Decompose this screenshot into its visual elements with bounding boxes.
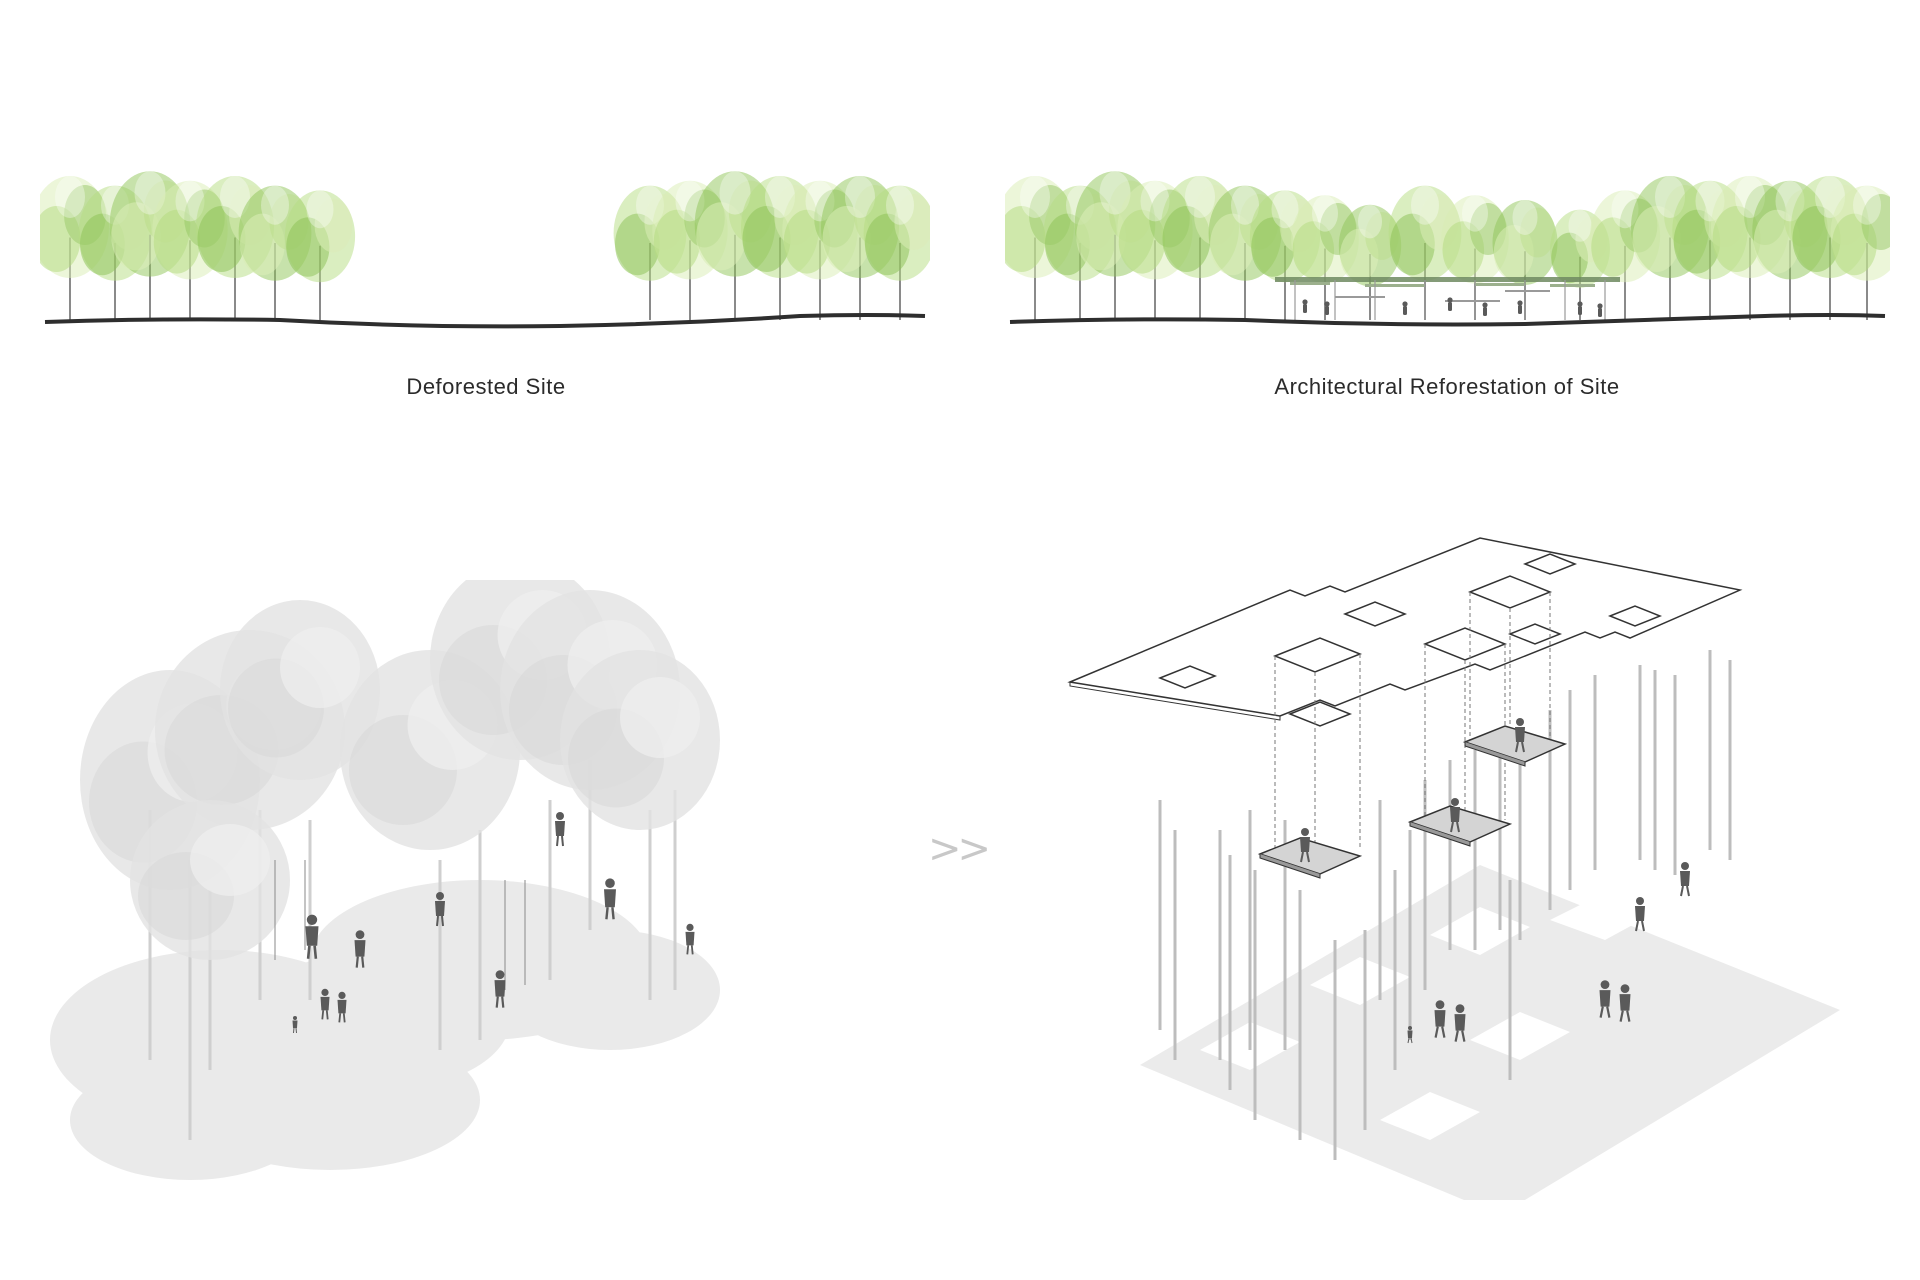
canopy-shadow <box>500 930 720 1050</box>
person-figure <box>1324 301 1329 315</box>
person-figure <box>1447 297 1452 311</box>
structure-axonometric-drawing <box>1050 530 1860 1200</box>
person-silhouette <box>1635 897 1645 931</box>
canopy-structure-elevation <box>1275 277 1620 302</box>
ground-line <box>1010 315 1885 325</box>
deforested-site-elevation <box>40 150 930 350</box>
tree-group-left <box>40 171 355 320</box>
reforested-elevation-drawing <box>1005 150 1890 350</box>
person-figure <box>1302 299 1307 313</box>
tree-group-full <box>1005 171 1890 320</box>
person-figure <box>1482 302 1487 316</box>
ground-shadow-plan <box>1140 830 1840 1200</box>
deforested-elevation-drawing <box>40 150 930 350</box>
tree-crown <box>285 190 355 282</box>
person-figure <box>1402 301 1407 315</box>
forest-axonometric <box>50 580 840 1180</box>
structure-exploded-axonometric <box>1050 530 1860 1200</box>
person-silhouette <box>1680 862 1690 896</box>
caption-deforested-site: Deforested Site <box>406 374 565 400</box>
double-chevron-right-icon: >> <box>928 826 987 872</box>
reforested-site-elevation <box>1005 150 1890 350</box>
tree-canopy <box>130 800 290 960</box>
people-figures-elevation <box>1302 297 1602 317</box>
tree-canopy <box>560 650 720 830</box>
caption-reforested-site: Architectural Reforestation of Site <box>1274 374 1619 400</box>
tree-crown <box>1493 200 1558 285</box>
person-figure <box>1597 303 1602 317</box>
forest-axonometric-drawing <box>50 580 840 1180</box>
person-figure <box>1517 300 1522 314</box>
person-figure <box>1577 301 1582 315</box>
ground-line <box>45 315 925 326</box>
tree-group-right <box>614 171 930 320</box>
person-silhouette <box>555 812 565 846</box>
